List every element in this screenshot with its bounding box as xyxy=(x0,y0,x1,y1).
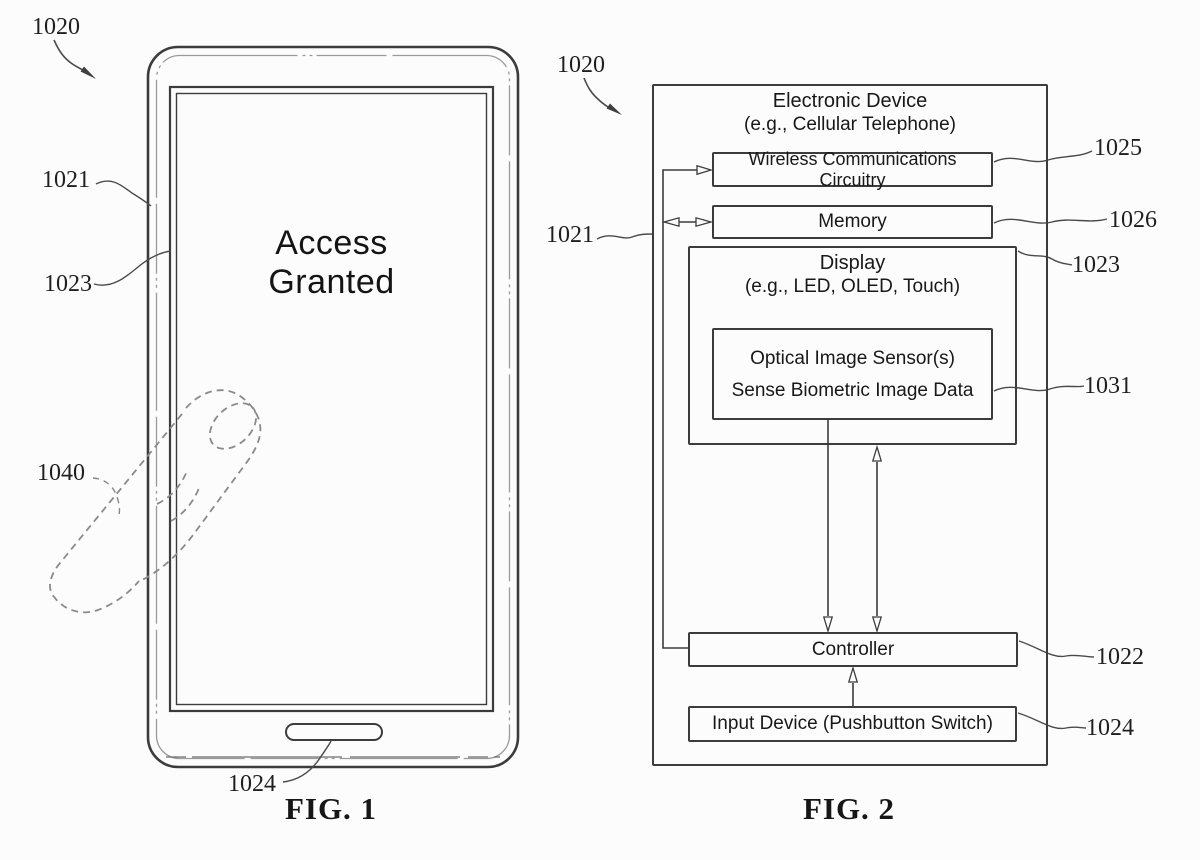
fig1-finger-sketch xyxy=(49,389,262,614)
fig1-screen-inner xyxy=(175,92,488,706)
leader-1025 xyxy=(993,150,1093,163)
input-box-label: Input Device (Pushbutton Switch) xyxy=(712,713,993,734)
fig2-device-title: Electronic Device (e.g., Cellular Teleph… xyxy=(652,90,1048,136)
fig2-label-display: 1023 xyxy=(1072,252,1120,278)
arrow-to-bus xyxy=(661,216,680,228)
fig2-label-input: 1024 xyxy=(1086,715,1134,741)
fig2-box-memory: Memory xyxy=(712,205,993,239)
fig2-box-wireless: Wireless Communications Circuitry xyxy=(712,149,993,190)
optical-box-line2: Sense Biometric Image Data xyxy=(731,379,974,401)
finger-crease xyxy=(170,487,200,522)
fig1-leader-lines xyxy=(53,39,332,783)
fig2-label-device: 1020 xyxy=(557,52,605,78)
fig1-label-finger: 1040 xyxy=(37,460,85,486)
fig2-label-housing: 1021 xyxy=(546,222,594,248)
leader-1023 xyxy=(1017,250,1073,266)
fig2-label-optical: 1031 xyxy=(1084,373,1132,399)
fig2-label-wireless: 1025 xyxy=(1094,135,1142,161)
fig2-box-controller: Controller xyxy=(688,632,1018,667)
leader-1021 xyxy=(596,233,653,240)
fig2-box-display xyxy=(688,246,1017,445)
fig2-label-memory: 1026 xyxy=(1109,207,1157,233)
fig2-box-input-device: Input Device (Pushbutton Switch) xyxy=(688,706,1017,742)
display-box-title: Display xyxy=(819,252,886,274)
arrow-up-controller xyxy=(847,665,859,683)
controller-box-label: Controller xyxy=(811,638,895,660)
fig2-leader-lines xyxy=(583,77,1108,730)
fig1-home-button xyxy=(285,723,383,741)
fig1-label-display: 1023 xyxy=(44,271,92,297)
leader-1031 xyxy=(993,385,1085,392)
fig2-caption: FIG. 2 xyxy=(802,791,896,826)
screen-message-line2: Granted xyxy=(268,263,395,301)
wireless-box-label: Wireless Communications Circuitry xyxy=(748,148,957,190)
leader-1026 xyxy=(993,218,1108,224)
fig1-label-device: 1020 xyxy=(32,14,80,40)
fig2-connections xyxy=(661,164,883,706)
finger-crease xyxy=(156,470,188,505)
fingernail xyxy=(209,402,257,450)
fig1-label-button: 1024 xyxy=(228,771,276,797)
memory-box-label: Memory xyxy=(818,211,887,232)
arrow-down-controller-2 xyxy=(871,616,883,634)
bus-line xyxy=(662,169,697,649)
arrow-to-memory xyxy=(695,216,714,228)
fig2-box-optical-sensor: Optical Image Sensor(s) Sense Biometric … xyxy=(712,328,993,420)
arrow-up-display xyxy=(871,444,883,462)
device-title-line2: (e.g., Cellular Telephone) xyxy=(744,114,956,135)
leader-1022 xyxy=(1018,640,1095,658)
fig1-phone-housing xyxy=(146,45,520,769)
arrowhead-1020 xyxy=(80,66,96,79)
leader-1020 xyxy=(583,77,609,108)
fig1-caption: FIG. 1 xyxy=(284,791,378,826)
arrow-to-wireless xyxy=(696,164,714,176)
display-box-subtitle: (e.g., LED, OLED, Touch) xyxy=(744,276,961,297)
fig2-electronic-device-box xyxy=(652,84,1048,766)
screen-message-line1: Access xyxy=(275,224,388,262)
fig2-display-title: Display (e.g., LED, OLED, Touch) xyxy=(688,252,1017,298)
device-title-line1: Electronic Device xyxy=(772,90,928,112)
leader-1040-dashed xyxy=(92,477,121,519)
fig1-label-housing: 1021 xyxy=(42,167,90,193)
leader-1020 xyxy=(53,39,84,71)
optical-box-line1: Optical Image Sensor(s) xyxy=(750,347,955,369)
arrow-down-controller-1 xyxy=(822,616,834,634)
arrowhead-1020 xyxy=(606,103,622,115)
fig1-screen-outer xyxy=(168,85,495,713)
leader-1024 xyxy=(1017,712,1087,730)
leader-1024 xyxy=(282,740,332,783)
leader-1021 xyxy=(95,180,152,207)
fig1-screen-message: Access Granted xyxy=(170,224,493,302)
fig2-label-controller: 1022 xyxy=(1096,644,1144,670)
leader-1023 xyxy=(93,250,172,286)
